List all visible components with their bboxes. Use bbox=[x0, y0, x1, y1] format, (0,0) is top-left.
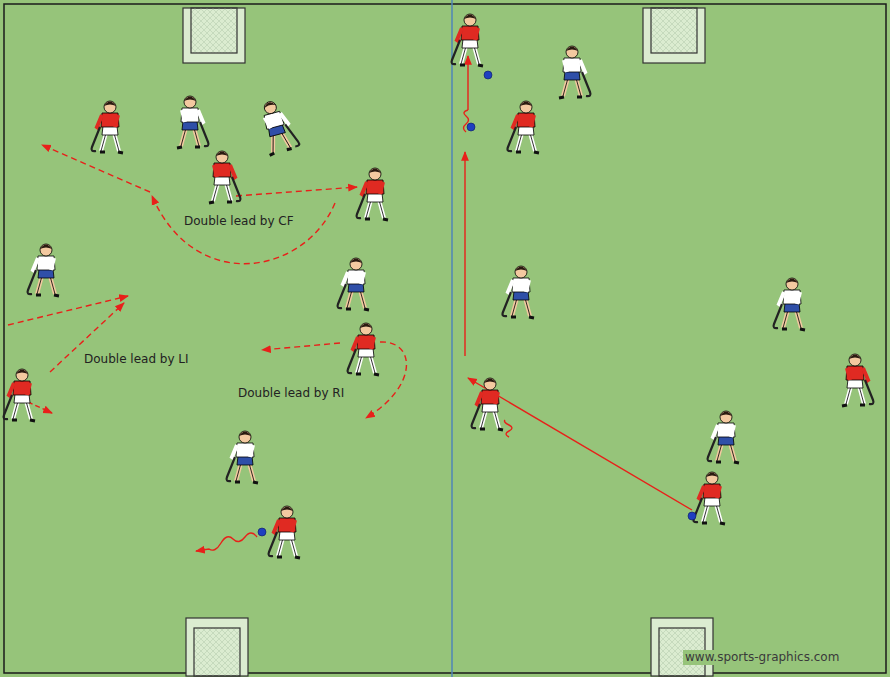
dashed-run bbox=[8, 296, 128, 325]
white-player bbox=[559, 46, 591, 98]
pass-line bbox=[468, 378, 692, 510]
white-player bbox=[28, 244, 60, 296]
dashed-run bbox=[236, 187, 357, 196]
goal-net bbox=[651, 8, 697, 53]
play-label: Double lead by LI bbox=[82, 352, 191, 367]
red-player bbox=[694, 472, 726, 524]
dribble-path bbox=[196, 533, 257, 551]
ball bbox=[258, 528, 266, 536]
red-player bbox=[209, 151, 241, 203]
red-player bbox=[452, 14, 484, 66]
ball bbox=[484, 71, 492, 79]
red-player bbox=[508, 101, 540, 153]
red-player bbox=[348, 323, 380, 375]
watermark: www.sports-graphics.com bbox=[683, 650, 841, 665]
pass-line bbox=[464, 152, 465, 356]
players bbox=[4, 14, 874, 558]
white-player bbox=[256, 97, 300, 155]
pass-line bbox=[467, 56, 468, 110]
goal bbox=[643, 8, 705, 63]
white-player bbox=[774, 278, 806, 330]
white-player bbox=[708, 411, 740, 463]
white-player bbox=[177, 96, 209, 148]
red-player bbox=[472, 378, 504, 430]
red-player bbox=[357, 168, 389, 220]
goals bbox=[183, 8, 713, 676]
white-player bbox=[338, 258, 370, 310]
red-player bbox=[269, 506, 301, 558]
goal bbox=[183, 8, 245, 63]
goal-net bbox=[194, 628, 240, 676]
pitch-border bbox=[4, 4, 886, 673]
red-player bbox=[842, 354, 874, 406]
balls bbox=[258, 71, 696, 536]
goal-net bbox=[191, 8, 237, 53]
play-label: Double lead by CF bbox=[182, 214, 296, 229]
red-player bbox=[4, 369, 36, 421]
ball bbox=[467, 123, 475, 131]
divider-line bbox=[451, 0, 453, 677]
ball bbox=[688, 512, 696, 520]
white-player bbox=[227, 431, 259, 483]
white-player bbox=[503, 266, 535, 318]
dashed-run bbox=[152, 196, 335, 264]
dribble-path bbox=[505, 420, 513, 437]
play-label: Double lead by RI bbox=[236, 386, 346, 401]
dashed-run bbox=[262, 343, 340, 350]
goal bbox=[651, 618, 713, 676]
dashed-run bbox=[28, 402, 52, 413]
movement-arrows bbox=[8, 56, 692, 551]
red-player bbox=[92, 101, 124, 153]
goal bbox=[186, 618, 248, 676]
